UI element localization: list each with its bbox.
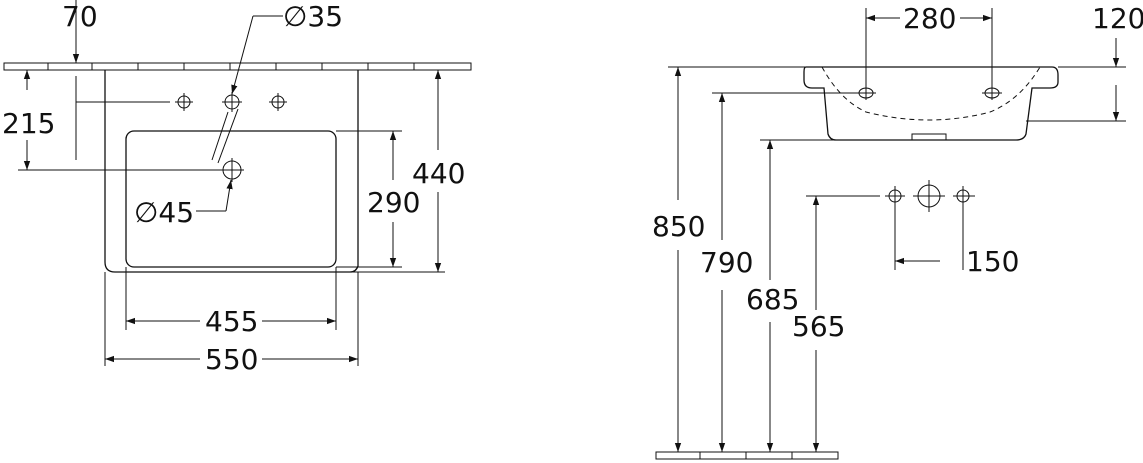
dim-440-label: 440: [412, 157, 465, 190]
dim-280: 280: [865, 2, 993, 86]
tap-hole-right-icon: [269, 93, 287, 111]
dim-455: 455: [125, 267, 337, 338]
dim-120: 120: [1026, 2, 1143, 122]
dim-565: 565: [792, 195, 880, 452]
tap-hole-center-icon: [222, 92, 242, 112]
dim-290-label: 290: [367, 186, 420, 219]
front-view: 70 ∅35 215 ∅45 290: [2, 0, 472, 376]
waste-outlet-icon: [913, 180, 945, 212]
dim-70-label: 70: [62, 0, 98, 33]
dim-overflow-diameter-label: ∅45: [134, 196, 194, 229]
bowl-hidden-line: [821, 66, 1041, 121]
dim-440: 440: [340, 69, 465, 273]
tap-hole-left-icon: [175, 93, 193, 111]
dim-tap-diameter: ∅35: [211, 0, 343, 164]
dim-550-label: 550: [205, 343, 258, 376]
dim-685: 685: [746, 139, 836, 452]
dim-790-label: 790: [700, 246, 753, 279]
dim-120-label: 120: [1092, 2, 1143, 35]
dim-280-label: 280: [903, 2, 956, 35]
basin-outline: [104, 70, 359, 273]
wall-strip: [3, 62, 472, 71]
basin-side-outline: [803, 66, 1059, 141]
supply-left-icon: [885, 186, 905, 206]
dim-455-label: 455: [205, 305, 258, 338]
dim-70: 70: [62, 0, 170, 160]
supply-right-icon: [953, 186, 975, 206]
side-view: 280 120 850 790: [652, 2, 1143, 460]
floor-strip: [655, 451, 839, 460]
dim-550: 550: [104, 272, 359, 376]
dim-290: 290: [336, 130, 420, 268]
dim-150-label: 150: [966, 245, 1019, 278]
drain: [911, 133, 947, 141]
dim-850: 850: [652, 66, 806, 452]
dim-150: 150: [894, 204, 1019, 278]
dim-215-label: 215: [2, 107, 55, 140]
side-tap-hole-right-icon: [982, 86, 1002, 100]
basin-bowl: [125, 130, 337, 268]
overflow-hole-icon: [220, 158, 244, 182]
dim-685-label: 685: [746, 283, 799, 316]
dim-790: 790: [700, 92, 866, 452]
dim-overflow-diameter: ∅45: [134, 179, 233, 229]
dim-215: 215: [2, 70, 222, 171]
dim-565-label: 565: [792, 310, 845, 343]
dim-tap-diameter-label: ∅35: [283, 0, 343, 33]
dim-850-label: 850: [652, 210, 705, 243]
